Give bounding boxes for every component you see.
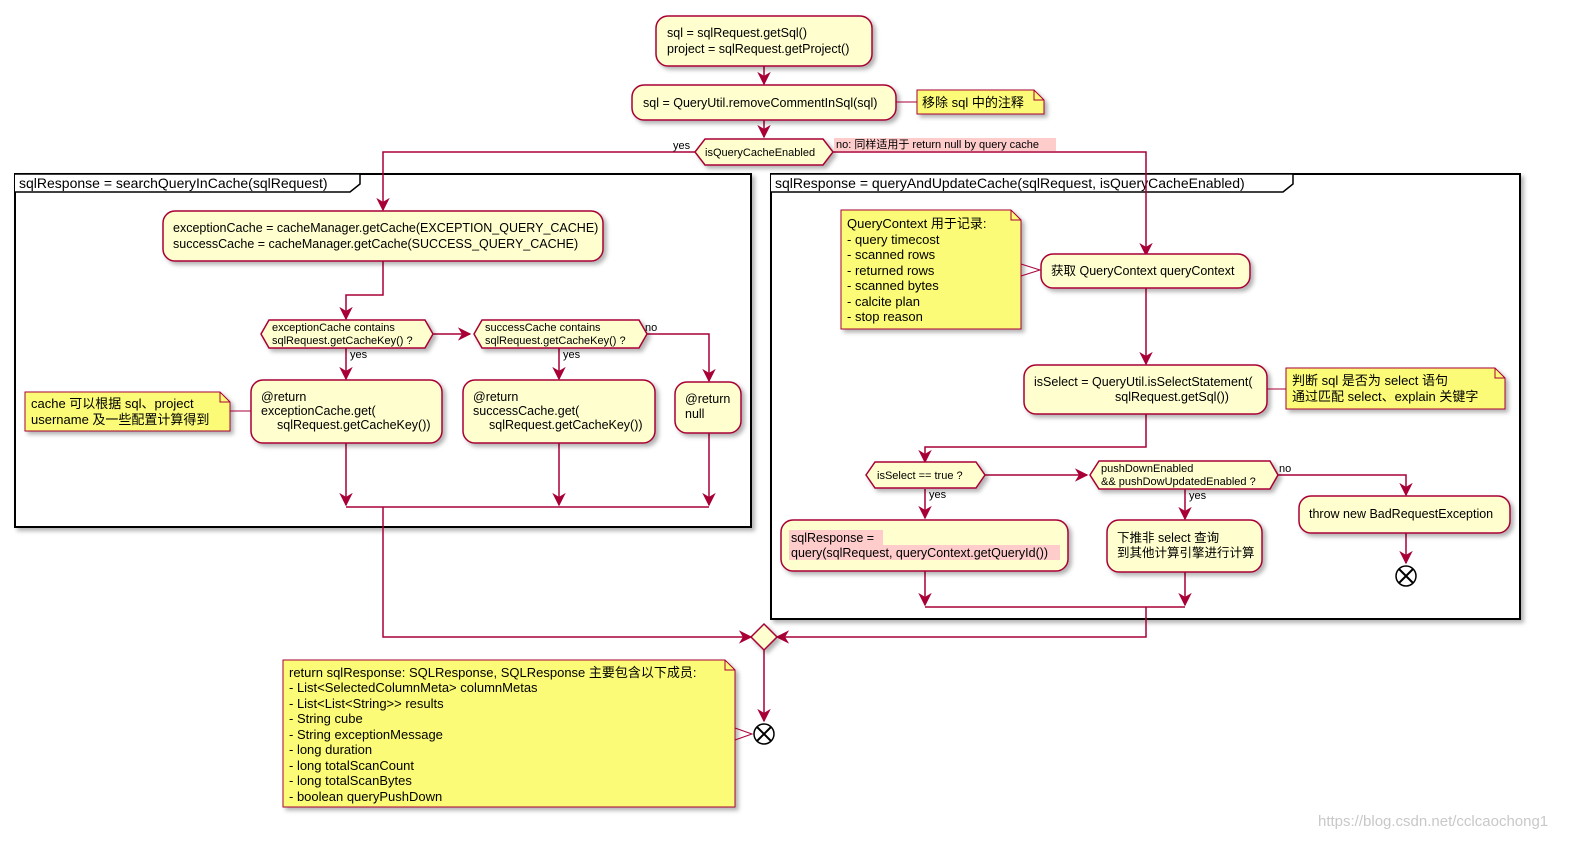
watermark: https://blog.csdn.net/cclcaochong1 — [1318, 813, 1548, 830]
activity-pushdown: 下推非 select 查询 到其他计算引擎进行计算 — [1106, 519, 1263, 573]
note-query-context-line4: - scanned bytes — [847, 278, 939, 293]
activity-return-exception-line1: @return — [261, 390, 306, 404]
activity-get-caches: exceptionCache = cacheManager.getCache(E… — [162, 210, 604, 262]
activity-remove-comment-label: sql = QueryUtil.removeCommentInSql(sql) — [643, 96, 877, 110]
activity-get-sql-line2: project = sqlRequest.getProject() — [667, 42, 849, 56]
note-cache-key-line2: username 及一些配置计算得到 — [31, 412, 209, 427]
activity-get-sql-line1: sql = sqlRequest.getSql() — [667, 26, 807, 40]
note-query-context-line0: QueryContext 用于记录: — [847, 216, 986, 231]
note-result-line5: - long duration — [289, 742, 372, 757]
activity-is-select-line1: isSelect = QueryUtil.isSelectStatement( — [1034, 375, 1253, 389]
frame-title-search-query-in-cache: sqlResponse = searchQueryInCache(sqlRequ… — [19, 175, 328, 191]
note-is-select: 判断 sql 是否为 select 语句 通过匹配 select、explain… — [1267, 367, 1506, 410]
activity-is-select: isSelect = QueryUtil.isSelectStatement( … — [1023, 364, 1268, 415]
note-result-line8: - boolean queryPushDown — [289, 789, 442, 804]
decision-success-cache-line1: successCache contains — [485, 322, 601, 334]
note-query-context-line3: - returned rows — [847, 263, 935, 278]
note-result-line7: - long totalScanBytes — [289, 773, 412, 788]
decision-pushdown-no-label: no — [1279, 463, 1291, 475]
frame-title-query-and-update-cache: sqlResponse = queryAndUpdateCache(sqlReq… — [775, 175, 1245, 191]
note-remove-comment: 移除 sql 中的注释 — [896, 89, 1045, 115]
activity-return-success-cache: @return successCache.get( sqlRequest.get… — [462, 379, 656, 444]
activity-return-null-line2: null — [685, 407, 704, 421]
decision-exception-cache-line2: sqlRequest.getCacheKey() ? — [272, 335, 413, 347]
end-node-exception — [1395, 565, 1417, 587]
note-cache-key: cache 可以根据 sql、project username 及一些配置计算得… — [24, 391, 251, 432]
activity-remove-comment: sql = QueryUtil.removeCommentInSql(sql) — [631, 84, 897, 121]
merge-node — [749, 622, 779, 652]
decision-exception-cache-line1: exceptionCache contains — [272, 322, 395, 334]
note-result-line4: - String exceptionMessage — [289, 727, 443, 742]
decision-success-cache: successCache contains sqlRequest.getCach… — [473, 319, 657, 361]
end-node — [753, 723, 775, 745]
decision-is-select: isSelect == true ? yes — [865, 461, 986, 501]
decision-success-cache-line2: sqlRequest.getCacheKey() ? — [485, 335, 626, 347]
activity-return-success-line1: @return — [473, 390, 518, 404]
decision-success-yes-label: yes — [563, 349, 581, 361]
note-is-select-line1: 判断 sql 是否为 select 语句 — [1292, 373, 1448, 388]
decision-cache-yes-label: yes — [673, 140, 691, 152]
decision-exception-yes-label: yes — [350, 349, 368, 361]
decision-pushdown: pushDownEnabled && pushDowUpdatedEnabled… — [1089, 460, 1291, 502]
activity-return-null: @return null — [674, 381, 742, 434]
activity-return-null-line1: @return — [685, 392, 730, 406]
activity-throw-exception-label: throw new BadRequestException — [1309, 507, 1493, 521]
activity-get-caches-line2: successCache = cacheManager.getCache(SUC… — [173, 237, 578, 251]
decision-is-select-label: isSelect == true ? — [877, 470, 963, 482]
note-result-line2: - List<List<String>> results — [289, 696, 444, 711]
note-query-context-line5: - calcite plan — [847, 294, 920, 309]
note-result-line6: - long totalScanCount — [289, 758, 414, 773]
activity-query: sqlResponse = query(sqlRequest, queryCon… — [780, 519, 1069, 572]
activity-return-exception-line3: sqlRequest.getCacheKey()) — [277, 418, 431, 432]
activity-get-query-context-label: 获取 QueryContext queryContext — [1051, 264, 1235, 278]
decision-is-select-yes-label: yes — [929, 489, 947, 501]
activity-query-line2: query(sqlRequest, queryContext.getQueryI… — [791, 546, 1048, 560]
activity-get-sql: sql = sqlRequest.getSql() project = sqlR… — [655, 15, 873, 67]
activity-get-query-context: 获取 QueryContext queryContext — [1040, 253, 1251, 289]
note-is-select-line2: 通过匹配 select、explain 关键字 — [1292, 389, 1478, 404]
activity-return-success-line2: successCache.get( — [473, 404, 580, 418]
decision-pushdown-line1: pushDownEnabled — [1101, 463, 1193, 475]
decision-pushdown-line2: && pushDowUpdatedEnabled ? — [1101, 476, 1256, 488]
note-remove-comment-text: 移除 sql 中的注释 — [922, 95, 1024, 110]
activity-get-caches-line1: exceptionCache = cacheManager.getCache(E… — [173, 221, 598, 235]
note-result-line3: - String cube — [289, 711, 363, 726]
note-cache-key-line1: cache 可以根据 sql、project — [31, 396, 194, 411]
activity-return-exception-line2: exceptionCache.get( — [261, 404, 376, 418]
activity-return-success-line3: sqlRequest.getCacheKey()) — [489, 418, 643, 432]
note-query-context: QueryContext 用于记录: - query timecost - sc… — [840, 209, 1042, 330]
decision-pushdown-yes-label: yes — [1189, 490, 1207, 502]
activity-is-select-line2: sqlRequest.getSql()) — [1115, 390, 1229, 404]
activity-pushdown-line2: 到其他计算引擎进行计算 — [1117, 545, 1255, 560]
note-query-context-line2: - scanned rows — [847, 247, 936, 262]
note-result: return sqlResponse: SQLResponse, SQLResp… — [282, 659, 754, 808]
decision-success-no-label: no — [645, 322, 657, 334]
decision-cache-no-label: no: 同样适用于 return null by query cache — [836, 137, 1039, 151]
note-query-context-line1: - query timecost — [847, 232, 940, 247]
note-result-line1: - List<SelectedColumnMeta> columnMetas — [289, 680, 538, 695]
activity-pushdown-line1: 下推非 select 查询 — [1117, 531, 1219, 545]
decision-is-query-cache-enabled: isQueryCacheEnabled yes no: 同样适用于 return… — [673, 137, 1056, 166]
note-result-line0: return sqlResponse: SQLResponse, SQLResp… — [289, 665, 697, 680]
activity-query-line1: sqlResponse = — [791, 531, 874, 545]
decision-is-query-cache-enabled-label: isQueryCacheEnabled — [705, 147, 815, 159]
activity-return-exception-cache: @return exceptionCache.get( sqlRequest.g… — [250, 379, 443, 444]
decision-exception-cache: exceptionCache contains sqlRequest.getCa… — [260, 319, 434, 361]
activity-throw-exception: throw new BadRequestException — [1298, 495, 1511, 534]
edges — [339, 66, 1413, 723]
note-query-context-line6: - stop reason — [847, 309, 923, 324]
